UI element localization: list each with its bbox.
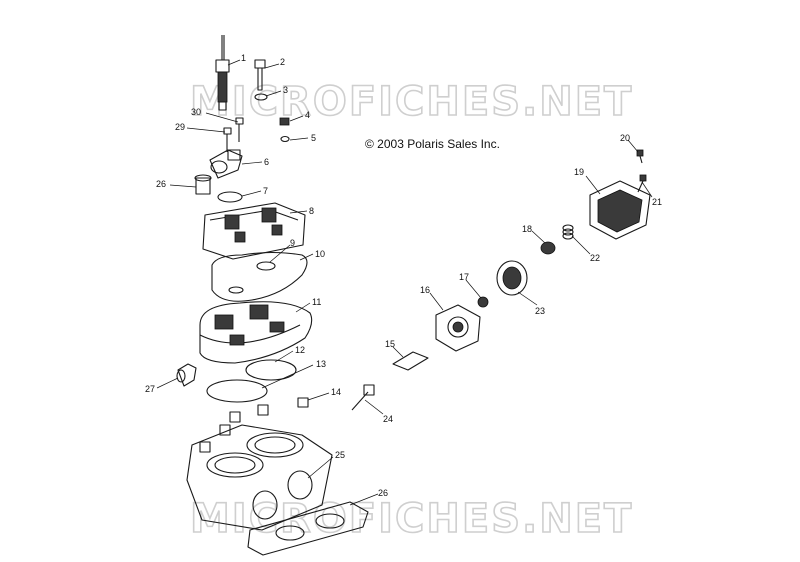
part-8-head-cover: [202, 202, 306, 260]
part-24-fitting: [351, 384, 375, 411]
callout-29: 29: [175, 122, 185, 132]
callout-23: 23: [535, 306, 545, 316]
callout-12: 12: [295, 345, 305, 355]
callout-3: 3: [283, 85, 288, 95]
callout-26-bottom: 26: [378, 488, 388, 498]
watermark-bottom: MICROFICHES.NET: [190, 496, 633, 542]
part-3-washer: [254, 93, 268, 101]
callout-20: 20: [620, 133, 630, 143]
part-7-o-ring: [217, 191, 243, 203]
copyright-text: © 2003 Polaris Sales Inc.: [365, 137, 500, 151]
leader-lines: [156, 59, 653, 506]
callout-24: 24: [383, 414, 393, 424]
callout-25: 25: [335, 450, 345, 460]
callout-4: 4: [305, 110, 310, 120]
callout-18: 18: [522, 224, 532, 234]
callout-2: 2: [280, 57, 285, 67]
callout-11: 11: [312, 297, 321, 307]
part-16-pump-housing: [435, 304, 481, 352]
callout-8: 8: [309, 206, 314, 216]
part-29-bolt: [223, 127, 232, 152]
part-17-seal: [477, 296, 489, 308]
part-5-washer: [280, 135, 290, 143]
callout-7: 7: [263, 186, 268, 196]
callout-15: 15: [385, 339, 395, 349]
callout-9: 9: [290, 238, 295, 248]
callout-27: 27: [145, 384, 155, 394]
part-15-gasket: [392, 351, 429, 371]
part-30-bolt: [235, 117, 244, 142]
part-25-cylinder-block: [186, 404, 333, 531]
part-1-temp-sensor: [215, 35, 230, 111]
part-19-pump-cover: [589, 180, 651, 240]
callout-26: 26: [156, 179, 166, 189]
callout-6: 6: [264, 157, 269, 167]
callout-10: 10: [315, 249, 325, 259]
callout-19: 19: [574, 167, 584, 177]
part-27-elbow-fitting: [176, 363, 197, 387]
part-14-nut: [297, 397, 309, 408]
callout-21: 21: [652, 197, 662, 207]
part-9-o-ring: [256, 261, 276, 271]
callout-14: 14: [331, 387, 341, 397]
callout-16: 16: [420, 285, 430, 295]
part-26-base-gasket: [247, 501, 369, 556]
part-11-cylinder-head: [199, 301, 313, 364]
callout-22: 22: [590, 253, 600, 263]
part-6-thermostat-housing: [209, 149, 243, 179]
callout-13: 13: [316, 359, 326, 369]
part-9-o-ring-b: [228, 286, 244, 294]
callout-1: 1: [241, 53, 246, 63]
part-2-bolt: [254, 59, 266, 91]
part-13-gasket: [206, 379, 268, 403]
part-12-gasket: [245, 359, 297, 381]
part-18-seal: [540, 241, 556, 255]
watermark-top: MICROFICHES.NET: [190, 79, 633, 125]
part-10-head-gasket: [211, 251, 308, 302]
callout-17: 17: [459, 272, 469, 282]
callout-5: 5: [311, 133, 316, 143]
part-22-spring: [562, 224, 574, 240]
part-26-thermostat: [194, 174, 212, 195]
part-20-screw: [636, 149, 644, 164]
part-23-impeller: [496, 260, 528, 296]
callout-30: 30: [191, 107, 201, 117]
part-4-nut: [279, 117, 290, 126]
